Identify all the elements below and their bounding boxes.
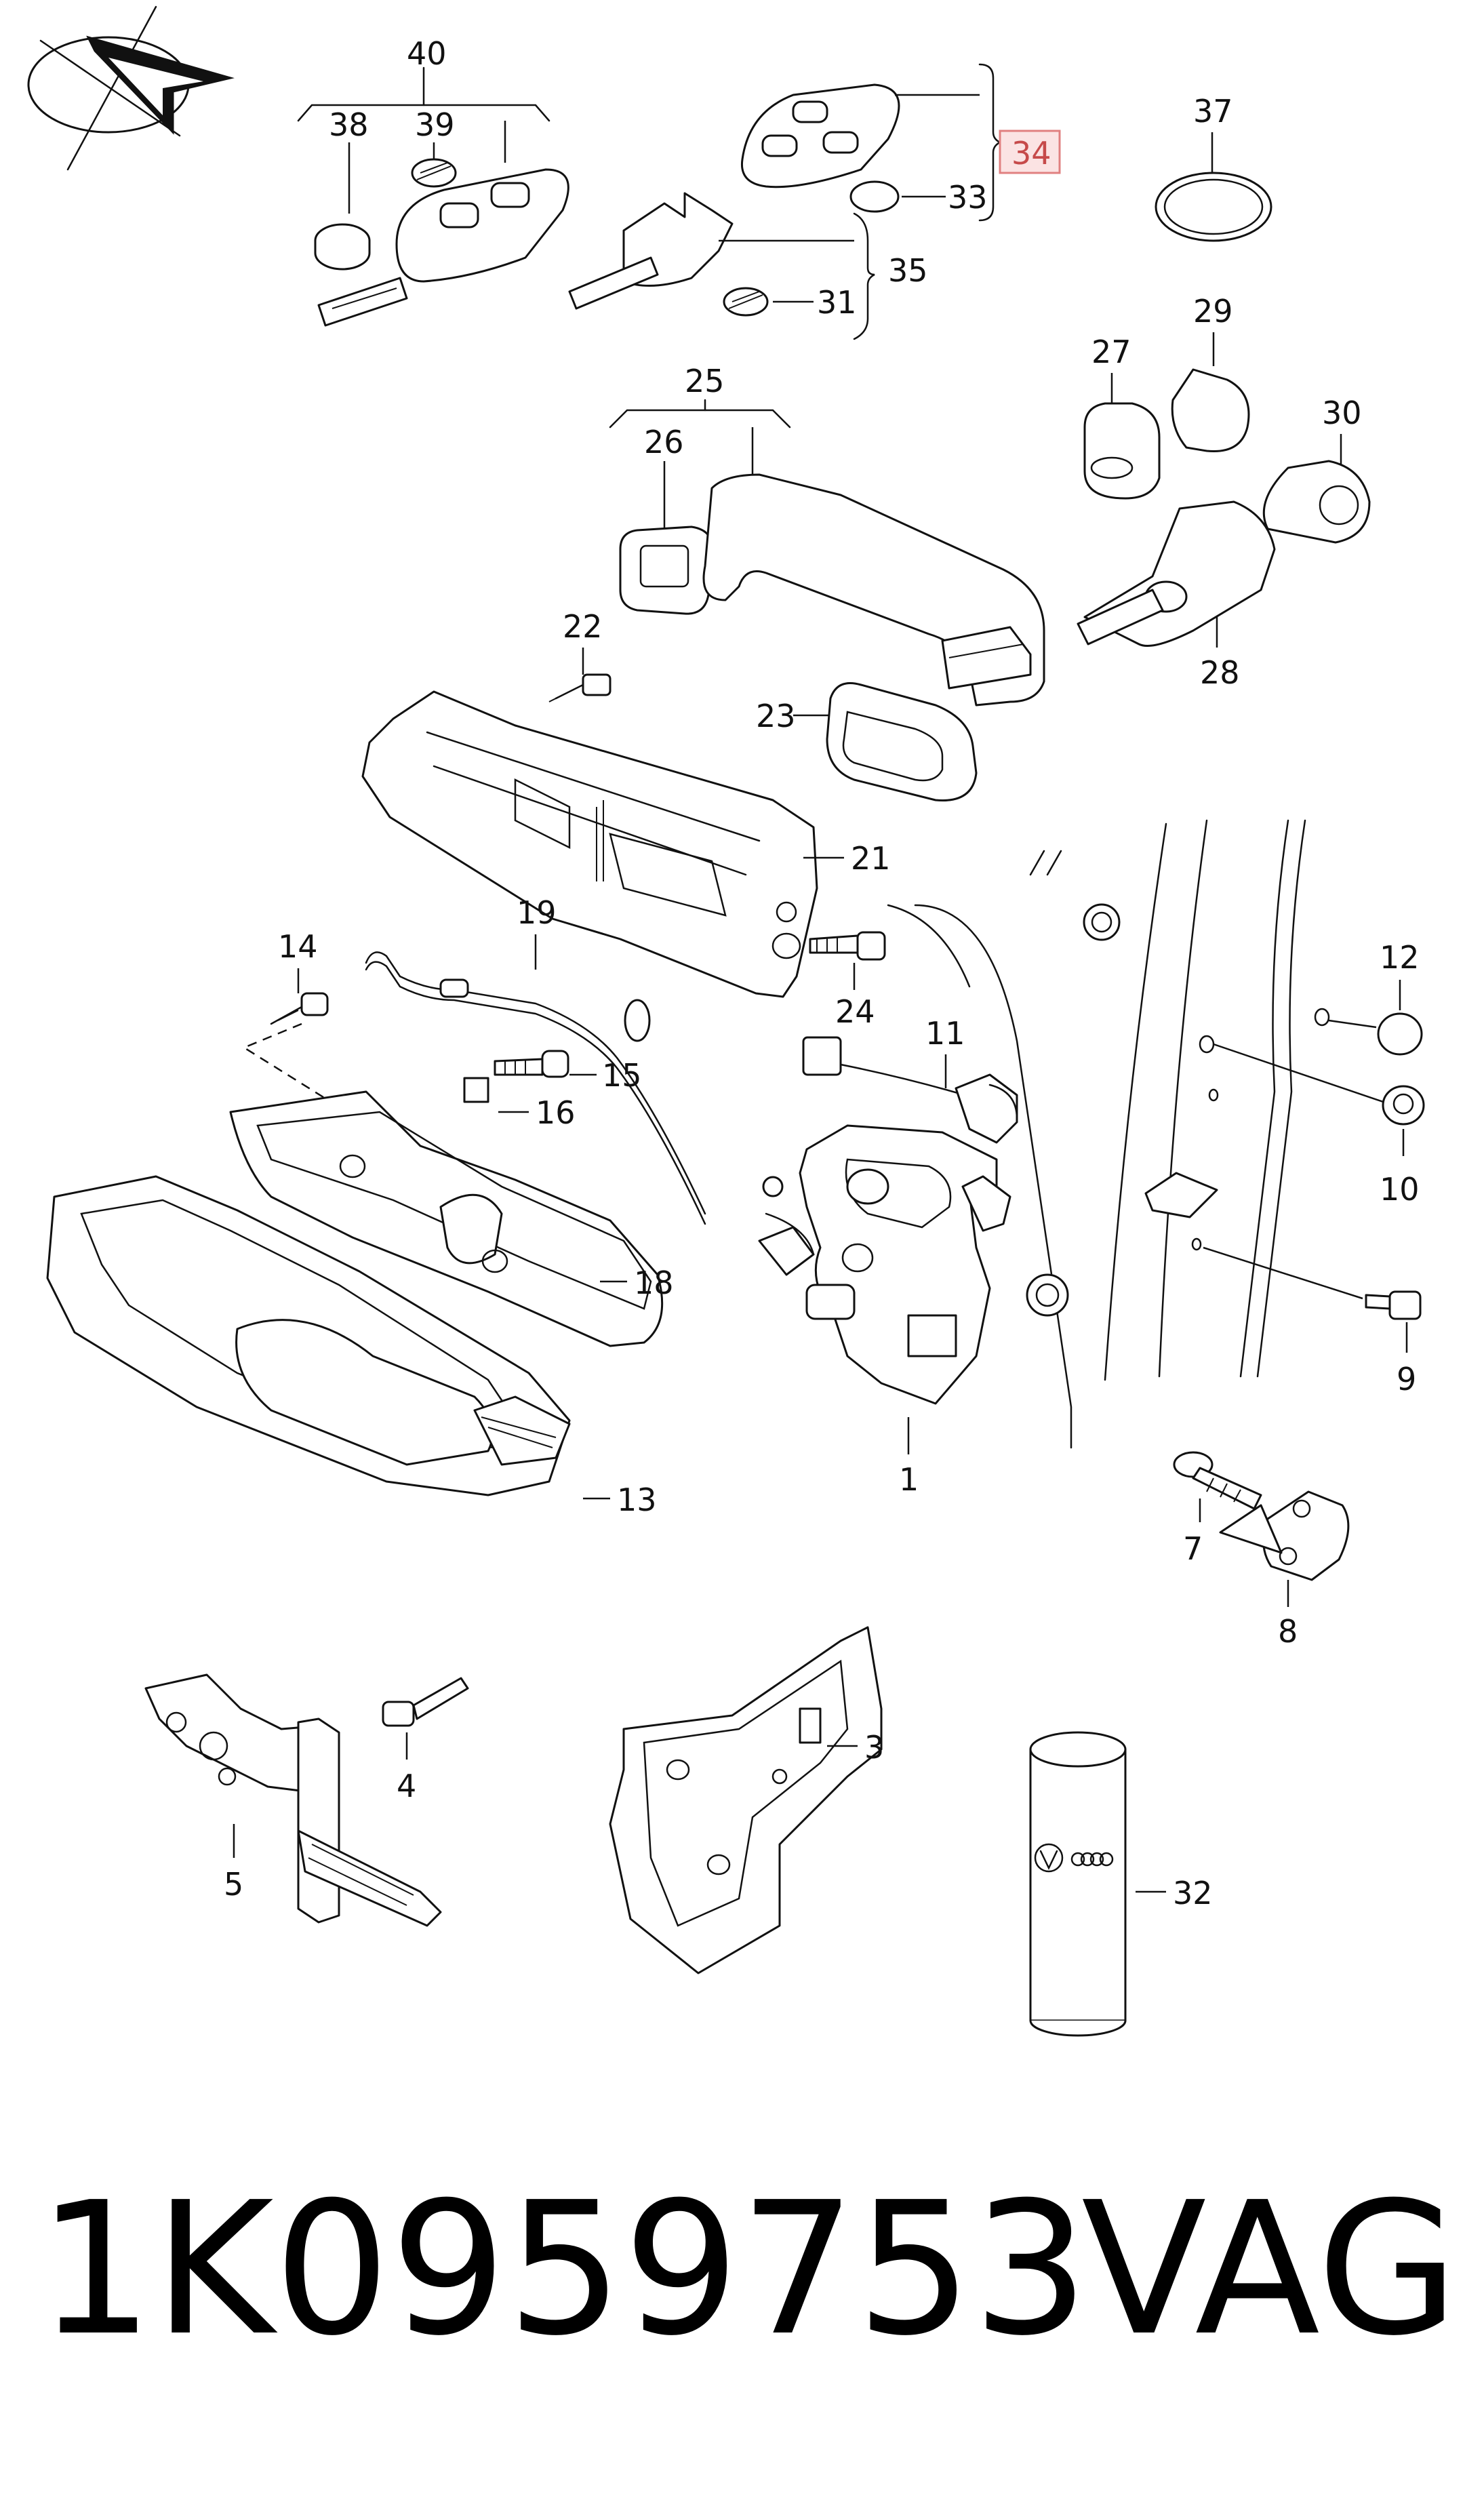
callout-40: 40 (407, 35, 447, 72)
screw-9 (1388, 1290, 1422, 1320)
audi-rings-icon (1070, 1852, 1085, 1867)
callout-19: 19 (517, 894, 557, 931)
lock-cylinder-group: 27 29 30 28 (1077, 293, 1371, 691)
callout-14: 14 (278, 928, 318, 965)
callout-24: 24 (835, 993, 875, 1030)
brand-label: VAG (1081, 2162, 1459, 2376)
fasteners-9-10-12: 12 10 9 (1365, 939, 1425, 1397)
cover-30 (1262, 460, 1371, 544)
callout-38: 38 (329, 106, 369, 143)
striker-plate-8 (1262, 1490, 1350, 1581)
screw-15-group: 15 (494, 1050, 642, 1094)
key-fob-40 (395, 168, 569, 283)
callout-21: 21 (851, 840, 891, 877)
outer-handle-group-25: 25 26 (609, 363, 1045, 707)
seal-29 (1171, 368, 1250, 453)
callout-16: 16 (536, 1094, 576, 1131)
orientation-compass-icon (27, 5, 235, 171)
screw-24-group: 24 (809, 931, 886, 1030)
callout-32: 32 (1173, 1875, 1213, 1911)
callout-37: 37 (1193, 93, 1233, 130)
connector-11 (802, 1036, 842, 1076)
grease-can-32-group: 32 (1029, 1731, 1213, 2037)
o-ring-37-group: 37 (1155, 93, 1272, 242)
callout-34-highlight-box (999, 130, 1061, 174)
gasket-23 (826, 682, 978, 801)
part-number-label: 1K0959753 (37, 2162, 1089, 2376)
bracket-18-group: 18 (229, 1090, 674, 1347)
door-lock-actuator-1 (799, 1124, 998, 1405)
clip-16 (463, 1077, 489, 1103)
callout-11: 11 (925, 1015, 965, 1052)
pin-4 (382, 1701, 415, 1727)
callout-28: 28 (1200, 654, 1240, 691)
screw-24 (856, 931, 886, 961)
callout-25: 25 (685, 363, 725, 399)
handle-carrier-21 (361, 690, 818, 998)
callout-23: 23 (756, 698, 796, 734)
callout-8: 8 (1278, 1613, 1298, 1650)
grommet-12 (1377, 1012, 1423, 1056)
callout-10: 10 (1380, 1171, 1420, 1208)
remote-transmitter-34 (740, 83, 900, 188)
callout-33: 33 (948, 179, 988, 216)
battery-33 (849, 180, 900, 213)
cable-11-group: 11 (802, 1015, 1018, 1144)
vw-logo-icon (1034, 1843, 1064, 1873)
door-lock-1-group: 1 (758, 1124, 1011, 1498)
callout-26: 26 (644, 424, 684, 460)
callout-4: 4 (397, 1768, 416, 1804)
bolt-22-group: 22 (548, 608, 611, 702)
o-ring-37 (1155, 172, 1272, 242)
gasket-23-group: 23 (756, 682, 978, 801)
mounting-bracket-3 (609, 1626, 883, 1974)
callout-7: 7 (1183, 1530, 1203, 1567)
bolt-22 (582, 673, 611, 696)
callout-29: 29 (1193, 293, 1233, 330)
clip-16-group: 16 (463, 1077, 576, 1131)
handle-carrier-21-group: 21 (361, 690, 891, 998)
callout-27: 27 (1091, 334, 1131, 370)
grommet-10 (1382, 1085, 1425, 1126)
callout-18: 18 (634, 1265, 674, 1301)
grease-spray-can-32 (1029, 1748, 1127, 2022)
cable-19-group: 19 (365, 894, 784, 1225)
striker-7-8-group: 7 8 (1173, 1451, 1350, 1650)
callout-5: 5 (224, 1866, 243, 1903)
grommet-lower (1026, 1273, 1069, 1317)
bolt-14-group: 14 (242, 928, 329, 1100)
bracket-3-group: 3 (609, 1626, 884, 1974)
callout-1: 1 (899, 1461, 919, 1498)
callout-13: 13 (617, 1482, 657, 1518)
key-blade-40 (317, 277, 408, 327)
gasket-26 (619, 525, 714, 615)
cap-27 (1083, 402, 1161, 500)
bracket-5-group: 5 4 (144, 1673, 469, 1927)
key-group-40: 40 38 39 (297, 35, 569, 327)
callout-31: 31 (817, 284, 857, 321)
bolt-14 (300, 992, 329, 1016)
striker-plate (1144, 1172, 1218, 1218)
door-frame-outline (887, 819, 1394, 1449)
screw-15 (541, 1050, 569, 1078)
interior-handle-13-group: 13 (46, 1175, 657, 1518)
callout-15: 15 (602, 1057, 642, 1094)
bowden-cable-19 (365, 951, 706, 1215)
callout-9: 9 (1397, 1361, 1416, 1397)
callout-35: 35 (888, 252, 928, 289)
callout-12: 12 (1380, 939, 1420, 976)
callout-3: 3 (864, 1729, 884, 1766)
callout-30: 30 (1322, 395, 1362, 431)
remote-group-34-35: 34 33 35 31 (568, 63, 1061, 340)
callout-22: 22 (563, 608, 603, 645)
grommet-upper (1083, 903, 1121, 941)
callout-39: 39 (415, 106, 455, 143)
callout-34: 34 (1011, 135, 1051, 172)
key-blade-35 (568, 256, 659, 310)
